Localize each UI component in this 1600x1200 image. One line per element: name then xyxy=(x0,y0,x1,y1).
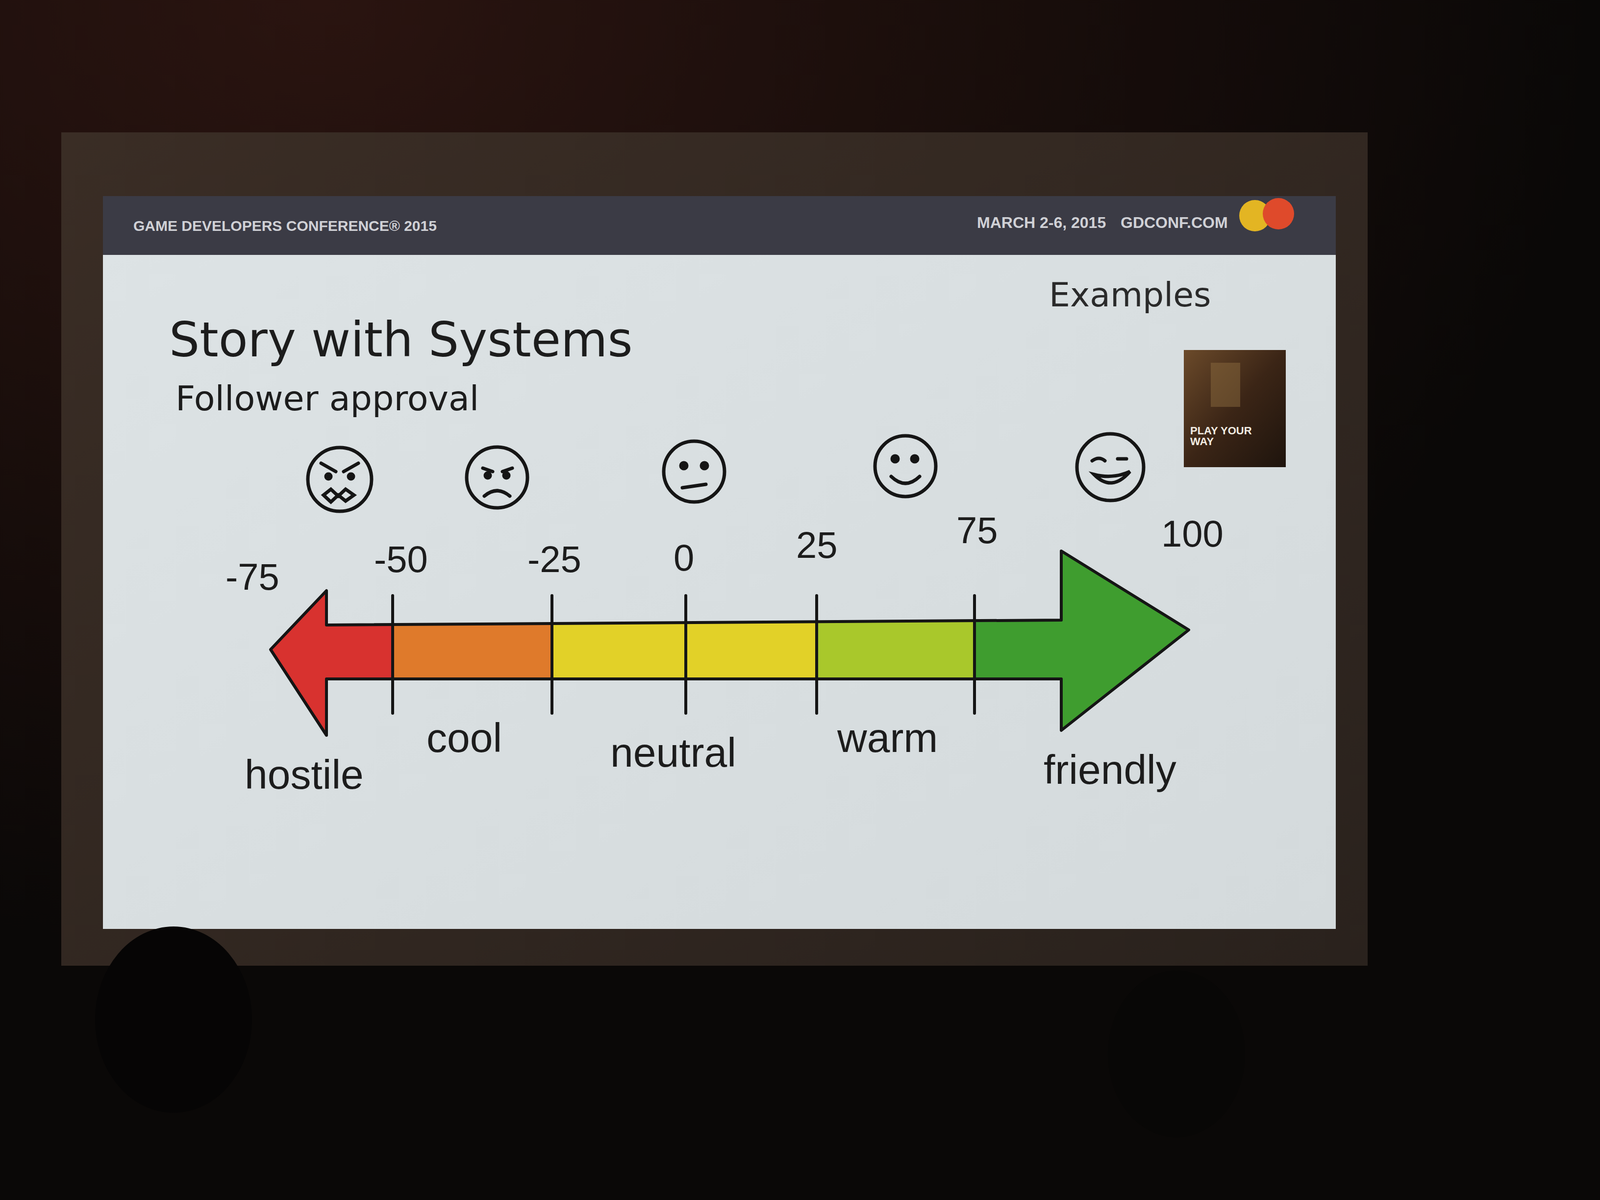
audience-head xyxy=(1107,970,1246,1138)
thumbnail-image xyxy=(1183,350,1286,468)
conference-url: GDCONF.COM xyxy=(1120,214,1228,232)
thumbnail-highlight xyxy=(1210,362,1241,407)
approval-level: friendly xyxy=(1043,747,1177,793)
scale-value: -50 xyxy=(374,538,428,580)
slide-subtitle: Follower approval xyxy=(175,379,479,418)
slide-background xyxy=(102,196,1336,929)
scale-value: 25 xyxy=(796,524,838,566)
scale-value: -25 xyxy=(527,538,582,580)
face-icons xyxy=(307,433,1144,512)
conference-name: GAME DEVELOPERS CONFERENCE® 2015 xyxy=(133,217,437,234)
slide-title: Story with Systems xyxy=(169,313,633,367)
projection-screen xyxy=(61,132,1368,966)
approval-level: warm xyxy=(837,715,938,761)
header-bar xyxy=(102,196,1336,255)
scale-value: -75 xyxy=(225,556,280,598)
approval-level: cool xyxy=(426,715,502,761)
scale-value: 0 xyxy=(673,537,695,579)
audience-head xyxy=(95,926,252,1113)
approval-level: hostile xyxy=(244,751,364,798)
approval-level: neutral xyxy=(610,729,737,775)
section-label: Examples xyxy=(1049,276,1211,314)
logo-dot xyxy=(1262,198,1295,230)
thumbnail-caption: PLAY YOUR WAY xyxy=(1190,425,1254,448)
scale-value: 75 xyxy=(956,509,999,551)
conference-dates: MARCH 2-6, 2015 xyxy=(976,214,1106,232)
approval-scale xyxy=(264,539,1196,746)
scale-value: 100 xyxy=(1161,513,1224,555)
